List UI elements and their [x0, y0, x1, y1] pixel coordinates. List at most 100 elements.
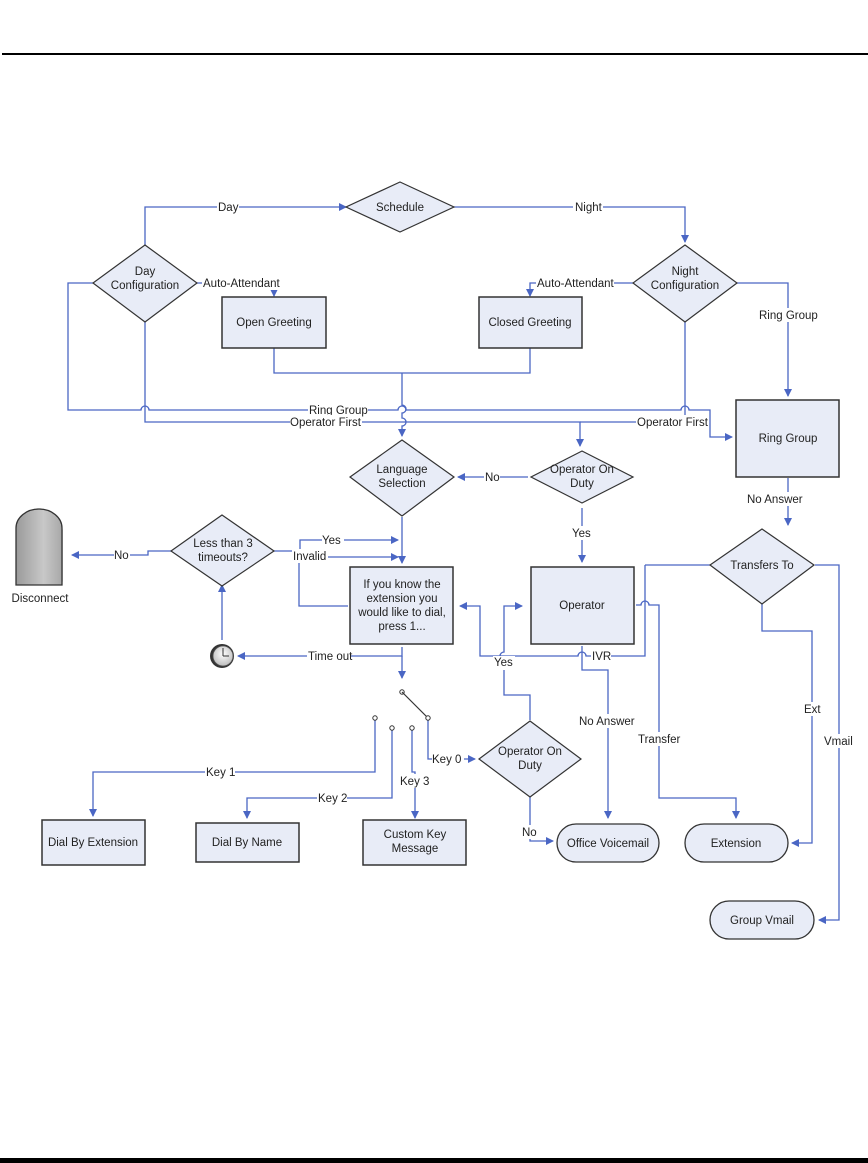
svg-text:Configuration: Configuration — [651, 280, 719, 292]
edge-ext — [761, 604, 813, 847]
svg-text:Dial By Extension: Dial By Extension — [48, 837, 138, 849]
node-closed-greeting: Closed Greeting — [478, 296, 583, 349]
node-schedule: Schedule — [344, 181, 456, 233]
edge-night-ring-group — [737, 282, 792, 397]
node-group-vmail: Group Vmail — [709, 900, 815, 940]
svg-text:Disconnect: Disconnect — [12, 593, 70, 605]
edge-disconnect-no — [71, 550, 172, 559]
svg-text:Duty: Duty — [570, 478, 594, 490]
svg-text:Schedule: Schedule — [376, 202, 424, 214]
label-auto-attendant-day: Auto-Attendant — [203, 278, 281, 290]
svg-text:Ring Group: Ring Group — [759, 433, 818, 445]
label-time-out: Time out — [308, 651, 353, 663]
label-ext: Ext — [804, 704, 821, 716]
label-key-3: Key 3 — [400, 776, 429, 788]
svg-text:Operator On: Operator On — [550, 464, 614, 476]
edge-greetings-merge — [273, 348, 531, 374]
svg-text:Operator: Operator — [559, 600, 605, 612]
clock-icon — [210, 644, 234, 668]
svg-text:Office Voicemail: Office Voicemail — [567, 838, 649, 850]
svg-text:extension you: extension you — [367, 593, 438, 605]
svg-text:Language: Language — [376, 464, 427, 476]
tombstone-icon — [15, 508, 63, 586]
edge-day-operator-first — [144, 322, 584, 447]
svg-text:Less than 3: Less than 3 — [193, 538, 252, 550]
node-transfers-to: Transfers To — [708, 528, 816, 605]
edge-day-ring-group — [67, 282, 733, 441]
footer-rule — [0, 1158, 868, 1163]
edge-invalid — [298, 553, 399, 607]
label-no-answer-ring: No Answer — [747, 494, 803, 506]
node-ring-group: Ring Group — [735, 399, 840, 478]
label-key-2: Key 2 — [318, 793, 347, 805]
edge-ivr — [459, 565, 646, 657]
label-operator-first-right: Operator First — [637, 417, 709, 429]
node-office-voicemail: Office Voicemail — [556, 823, 660, 863]
label-auto-attendant-night: Auto-Attendant — [537, 278, 615, 290]
svg-text:Night: Night — [672, 266, 700, 278]
node-dial-by-extension: Dial By Extension — [41, 819, 146, 866]
node-operator: Operator — [530, 566, 635, 645]
svg-text:Duty: Duty — [518, 760, 542, 772]
node-less-than-3-timeouts: Less than 3 timeouts? — [169, 514, 276, 587]
label-yes-operator-bottom: Yes — [494, 657, 513, 669]
node-extension: Extension — [684, 823, 789, 863]
label-key-1: Key 1 — [206, 767, 235, 779]
edge-to-language — [398, 373, 407, 437]
label-no-to-language: No — [485, 472, 500, 484]
node-language-selection: Language Selection — [348, 439, 456, 517]
edge-operator-no-answer — [581, 646, 612, 819]
edge-night-operator-first — [580, 322, 686, 423]
svg-text:Selection: Selection — [378, 478, 425, 490]
svg-text:timeouts?: timeouts? — [198, 552, 248, 564]
label-transfer: Transfer — [638, 734, 681, 746]
edge-retry-yes — [274, 536, 399, 552]
label-ivr: IVR — [592, 651, 611, 663]
label-operator-first-left: Operator First — [290, 417, 362, 429]
label-no-bottom: No — [522, 827, 537, 839]
svg-text:Configuration: Configuration — [111, 280, 179, 292]
label-night: Night — [575, 202, 603, 214]
node-day-configuration: Day Configuration — [91, 244, 199, 323]
svg-text:Dial By Name: Dial By Name — [212, 837, 282, 849]
svg-text:Open Greeting: Open Greeting — [236, 317, 311, 329]
label-invalid: Invalid — [293, 551, 326, 563]
node-operator-on-duty-top: Operator On Duty — [529, 450, 635, 504]
svg-text:Day: Day — [135, 266, 156, 278]
node-dial-by-name: Dial By Name — [195, 822, 300, 863]
svg-text:Transfers To: Transfers To — [730, 560, 793, 572]
node-open-greeting: Open Greeting — [221, 296, 327, 349]
header-rule — [2, 53, 868, 55]
node-ivr-prompt: If you know the extension you would like… — [349, 566, 454, 645]
svg-text:would like to dial,: would like to dial, — [357, 607, 446, 619]
edge-day — [144, 203, 347, 263]
svg-text:Closed Greeting: Closed Greeting — [488, 317, 571, 329]
svg-text:Operator On: Operator On — [498, 746, 562, 758]
edge-key-3 — [411, 728, 419, 819]
edge-labels: Day Night Auto-Attendant Auto-Attendant … — [114, 200, 853, 839]
label-ring-group-night: Ring Group — [759, 310, 818, 322]
key-switch-icon — [372, 689, 431, 731]
edge-night — [454, 206, 689, 243]
label-day: Day — [218, 202, 239, 214]
label-yes-retry: Yes — [322, 535, 341, 547]
edge-no-voicemail — [529, 797, 554, 845]
svg-text:Group Vmail: Group Vmail — [730, 915, 794, 927]
svg-text:press 1...: press 1... — [378, 621, 425, 633]
label-no-answer-operator: No Answer — [579, 716, 635, 728]
node-operator-on-duty-bottom: Operator On Duty — [477, 720, 583, 798]
label-vmail: Vmail — [824, 736, 853, 748]
edge-transfer — [636, 600, 740, 819]
node-disconnect: Disconnect — [12, 508, 70, 605]
node-night-configuration: Night Configuration — [631, 244, 739, 323]
label-yes-to-operator: Yes — [572, 528, 591, 540]
label-no-disconnect: No — [114, 550, 129, 562]
label-key-0: Key 0 — [432, 754, 461, 766]
node-custom-key-message: Custom Key Message — [362, 819, 467, 866]
label-ring-group-day: Ring Group — [309, 405, 368, 417]
svg-text:Message: Message — [392, 843, 439, 855]
svg-text:Custom Key: Custom Key — [384, 829, 447, 841]
svg-text:Extension: Extension — [711, 838, 762, 850]
svg-text:If you know the: If you know the — [363, 579, 440, 591]
